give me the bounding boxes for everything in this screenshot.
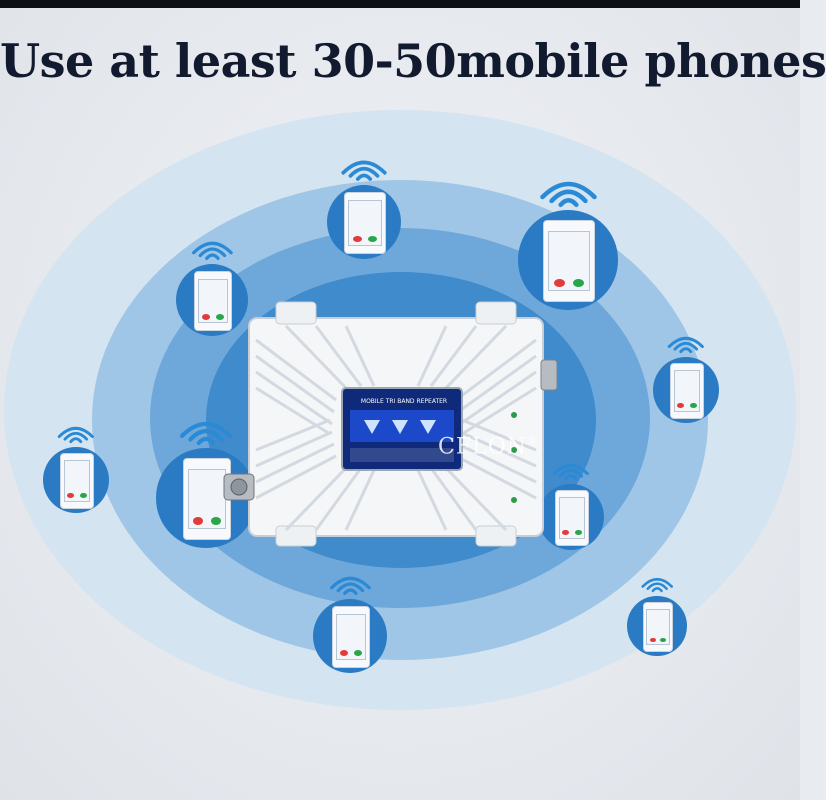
- phone-icon: [332, 606, 370, 668]
- lcd-title: MOBILE TRI BAND REPEATER: [360, 398, 448, 405]
- wifi-signal-icon: [550, 457, 592, 480]
- wifi-signal-icon: [639, 572, 675, 593]
- wifi-signal-icon: [536, 171, 601, 207]
- phone-icon: [183, 458, 231, 540]
- phone-icon: [670, 363, 704, 419]
- wifi-signal-icon: [338, 152, 390, 182]
- phone-icon: [194, 271, 232, 331]
- antenna-connector-icon: [223, 473, 255, 501]
- wifi-signal-icon: [176, 412, 236, 445]
- wifi-signal-icon: [189, 234, 236, 261]
- phone-icon: [60, 453, 94, 509]
- brand-name: CFLON: [438, 434, 527, 460]
- phone-icon: [555, 490, 589, 546]
- phone-icon: [643, 602, 673, 652]
- registered-mark: ®: [527, 434, 540, 448]
- wifi-signal-icon: [55, 420, 97, 443]
- brand-watermark: CFLON®: [438, 434, 540, 459]
- repeater-device-icon: [248, 301, 558, 547]
- phone-icon: [344, 192, 386, 254]
- top-bar: [0, 0, 800, 8]
- phone-icon: [543, 220, 595, 302]
- wifi-signal-icon: [665, 330, 707, 353]
- wifi-signal-icon: [327, 569, 374, 596]
- headline: Use at least 30-50mobile phones: [0, 34, 826, 88]
